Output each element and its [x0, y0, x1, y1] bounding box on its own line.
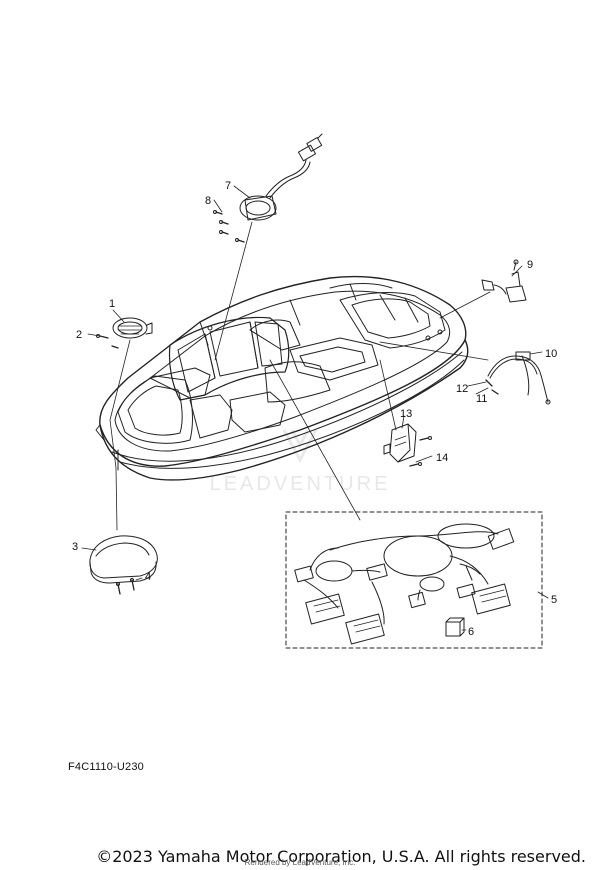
sensor-9	[481, 259, 527, 303]
rendered-by-note: Rendered by LeadVenture, Inc.	[244, 858, 356, 867]
callout-13: 13	[400, 408, 412, 420]
callout-12: 12	[456, 383, 468, 395]
screws-4	[116, 578, 135, 595]
callout-7: 7	[225, 180, 231, 192]
screw-2	[96, 334, 119, 349]
callout-3: 3	[72, 541, 78, 553]
wire-harness-kit	[285, 511, 543, 649]
callout-1: 1	[109, 298, 115, 310]
callout-11: 11	[476, 393, 487, 405]
harness-10	[485, 351, 551, 405]
bow-light	[112, 317, 153, 339]
callout-2: 2	[76, 329, 82, 341]
callout-5: 5	[551, 594, 557, 606]
callout-10: 10	[545, 348, 557, 360]
callout-8: 8	[205, 195, 211, 207]
callout-4: 4	[145, 571, 151, 583]
screws-8	[213, 210, 245, 243]
screws-14	[409, 436, 432, 467]
watermark-text: LEADVENTURE	[210, 473, 391, 495]
leader-lines	[81, 185, 549, 631]
gauge-harness	[239, 133, 323, 221]
figure-code: F4C1110-U230	[68, 761, 144, 773]
control-box-13	[383, 423, 417, 463]
callout-6: 6	[468, 626, 474, 638]
light-cover-3	[89, 535, 158, 584]
callouts: 1 2 3 4 5 6 7 8 9 10 11 12 13 14	[72, 180, 557, 638]
copyright-notice: ©2023 Yamaha Motor Corporation, U.S.A. A…	[96, 847, 586, 866]
relay-6	[445, 617, 465, 637]
watermark-logo	[282, 429, 318, 464]
callout-14: 14	[436, 452, 448, 464]
boat-hull	[95, 275, 469, 481]
callout-9: 9	[527, 259, 533, 271]
